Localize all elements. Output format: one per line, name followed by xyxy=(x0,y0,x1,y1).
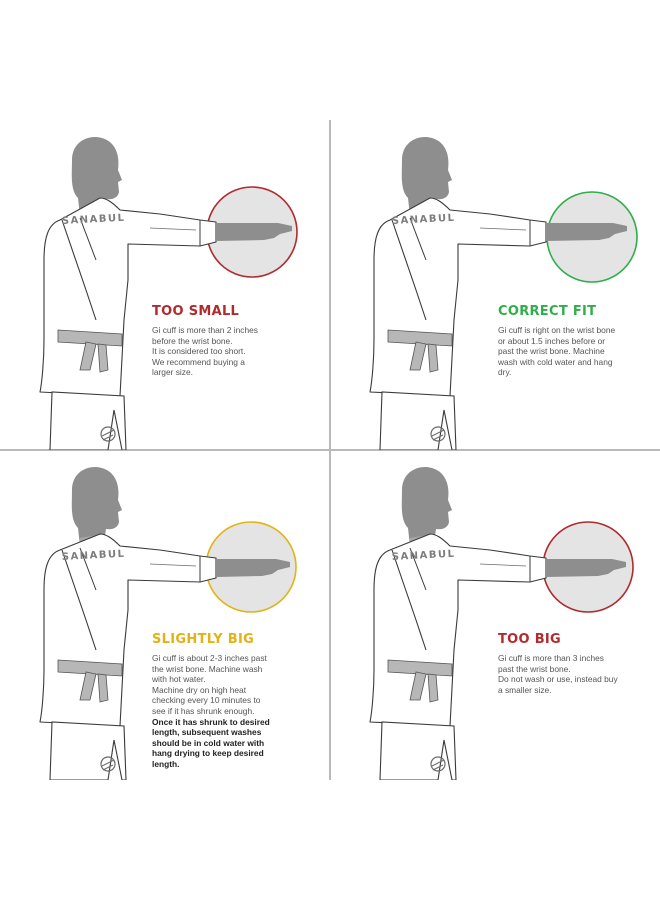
illustration-too-big: SANABUL xyxy=(369,466,634,780)
description-line: larger size. xyxy=(152,367,193,378)
belt-tail-left xyxy=(409,341,427,371)
horizontal-divider xyxy=(0,449,660,451)
description-line: It is considered too short. xyxy=(152,346,246,357)
gi-lapel xyxy=(61,549,97,651)
gi-collar xyxy=(409,217,427,261)
belt-tail-right xyxy=(97,343,109,373)
belt xyxy=(57,329,123,347)
brand-logo-text: SANABUL xyxy=(392,213,456,227)
pants-logo-icon xyxy=(430,426,446,442)
sleeve-fold xyxy=(149,227,197,231)
gi-jacket xyxy=(369,197,547,397)
fit-title: TOO SMALL xyxy=(152,304,240,319)
gi-pants xyxy=(379,721,457,780)
description-bold-line: length. xyxy=(152,758,180,769)
gi-lapel xyxy=(391,549,427,651)
gi-pants xyxy=(49,721,127,780)
description-line: Gi cuff is more than 3 inches xyxy=(498,653,604,663)
description-line: wash with cold water and hang xyxy=(498,356,613,367)
gi-jacket xyxy=(369,533,547,727)
gi-lapel xyxy=(391,219,427,321)
belt xyxy=(57,659,123,677)
gi-collar xyxy=(409,547,427,591)
gi-collar xyxy=(79,547,97,591)
hand-silhouette xyxy=(546,223,627,241)
gi-pants xyxy=(379,391,457,450)
pants-logo-icon xyxy=(100,756,116,772)
head-silhouette xyxy=(71,466,122,546)
hand-silhouette xyxy=(216,223,292,241)
description-line: checking every 10 minutes to xyxy=(152,695,261,706)
description-line: past the wrist bone. xyxy=(498,663,571,674)
fit-title: CORRECT FIT xyxy=(498,304,597,319)
description-bold-line: should be in cold water with xyxy=(152,737,265,748)
fit-title: SLIGHTLY BIG xyxy=(152,632,255,647)
description-line: We recommend buying a xyxy=(152,356,245,367)
panel-slightly-big: SANABUL SLIGHTLY BIG Gi cuff is about 2-3 … xyxy=(0,450,330,780)
illustration-slightly-big: SANABUL xyxy=(39,466,297,780)
belt xyxy=(387,659,453,677)
description-bold-line: Once it has shrunk to desired xyxy=(152,716,270,727)
belt-tail-right xyxy=(427,673,439,703)
gi-jacket xyxy=(39,533,217,727)
description-line: before the wrist bone. xyxy=(152,335,233,346)
pants-logo-stripes xyxy=(431,759,445,771)
gi-pants xyxy=(49,391,127,450)
description-line: dry. xyxy=(498,367,512,378)
hand-silhouette xyxy=(216,559,290,577)
sleeve-fold xyxy=(149,563,197,567)
description-bold-line: length, subsequent washes xyxy=(152,727,262,738)
description-line: Do not wash or use, instead buy xyxy=(498,674,618,685)
sleeve-fold xyxy=(479,563,527,567)
illustration-too-small: SANABUL xyxy=(39,136,298,450)
pants-logo-icon xyxy=(430,756,446,772)
hand-silhouette xyxy=(546,559,626,577)
description-line: with hot water. xyxy=(152,674,206,685)
belt-tail-right xyxy=(97,673,109,703)
pants-logo-stripes xyxy=(101,759,115,771)
gi-lapel xyxy=(61,219,97,321)
belt-tail-left xyxy=(409,671,427,701)
brand-logo-text: SANABUL xyxy=(62,213,126,227)
illustration-correct-fit: SANABUL xyxy=(369,136,638,450)
head-silhouette xyxy=(401,136,452,216)
head-silhouette xyxy=(401,466,452,546)
description-line: see if it has shrunk enough. xyxy=(152,705,255,716)
description-line: past the wrist bone. Machine xyxy=(498,346,605,357)
panel-correct-fit: SANABUL CORRECT FIT Gi cuff is right on th… xyxy=(330,120,660,450)
belt-tail-left xyxy=(79,671,97,701)
fit-title: TOO BIG xyxy=(498,632,562,647)
belt xyxy=(387,329,453,347)
description-line: Gi cuff is more than 2 inches xyxy=(152,325,258,335)
description-line: Gi cuff is about 2-3 inches past xyxy=(152,653,267,663)
panel-too-small: SANABUL TOO SMALL Gi cuff is more than 2 i… xyxy=(0,120,330,450)
brand-logo-text: SANABUL xyxy=(392,549,456,563)
belt-tail-right xyxy=(427,343,439,373)
pants-logo-icon xyxy=(100,426,116,442)
description-bold-line: hang drying to keep desired xyxy=(152,748,264,759)
description-line: a smaller size. xyxy=(498,684,552,695)
description-line: Gi cuff is right on the wrist bone xyxy=(498,325,616,335)
panel-too-big: SANABUL TOO BIG Gi cuff is more than 3 inc… xyxy=(330,450,660,780)
pants-logo-stripes xyxy=(431,429,445,441)
brand-logo-text: SANABUL xyxy=(62,549,126,563)
sleeve-fold xyxy=(479,227,527,231)
head-silhouette xyxy=(71,136,122,216)
description-line: or about 1.5 inches before or xyxy=(498,335,606,346)
description-line: the wrist bone. Machine wash xyxy=(152,663,263,674)
belt-tail-left xyxy=(79,341,97,371)
pants-logo-stripes xyxy=(101,429,115,441)
gi-jacket xyxy=(39,197,217,397)
gi-collar xyxy=(79,217,97,261)
description-line: Machine dry on high heat xyxy=(152,684,247,695)
